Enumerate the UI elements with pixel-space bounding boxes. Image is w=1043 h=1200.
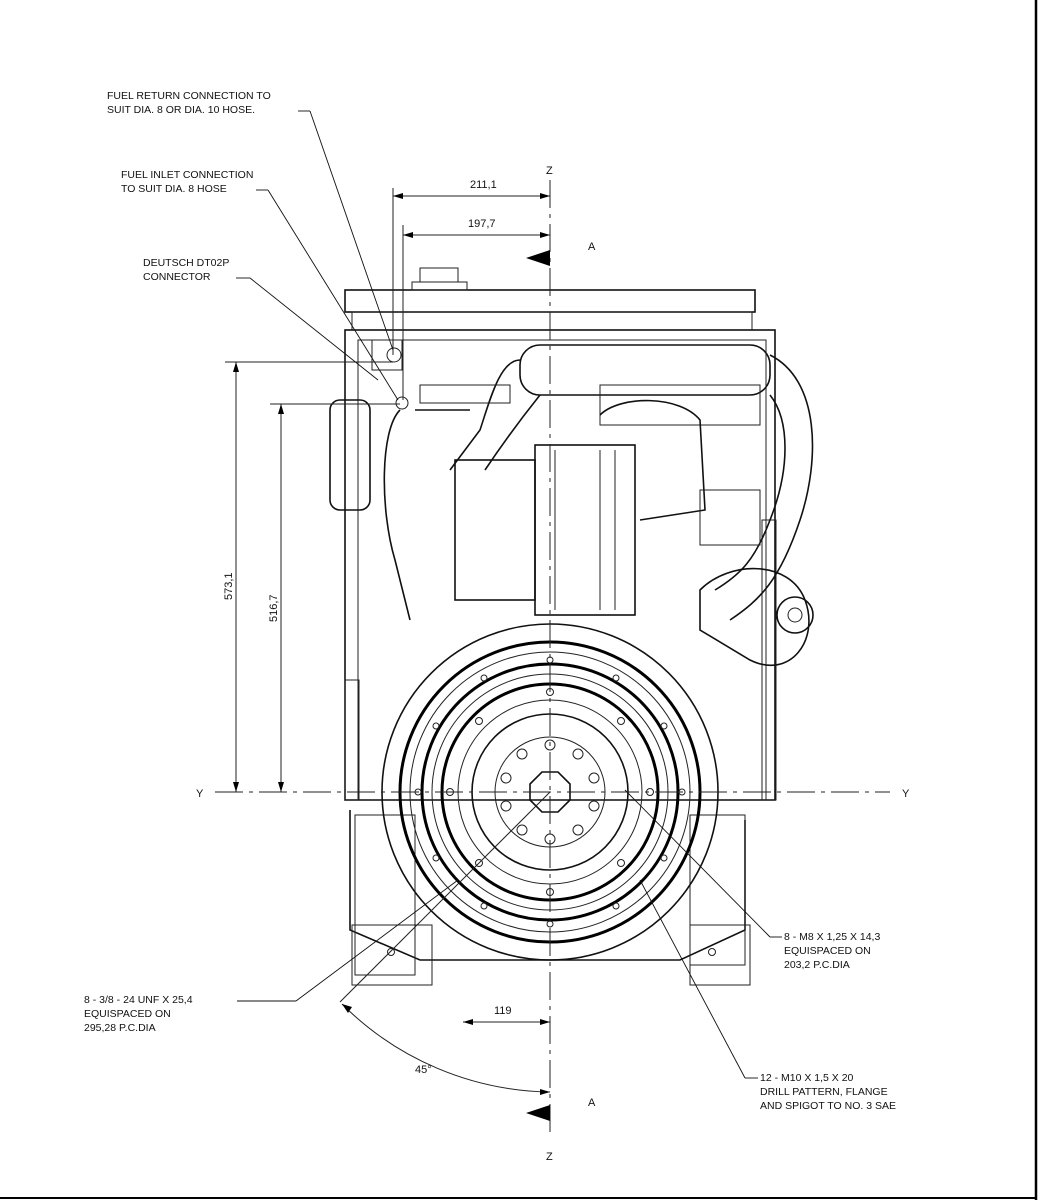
dimension-516-label: 516,7 — [268, 594, 280, 622]
note-unf-line1: 8 - 3/8 - 24 UNF X 25,4 — [84, 994, 193, 1006]
note-m8-line2: EQUISPACED ON — [784, 945, 871, 957]
dimension-211-label: 211,1 — [470, 179, 497, 191]
note-m10-line2: DRILL PATTERN, FLANGE — [760, 1086, 888, 1098]
dimension-119-label: 119 — [494, 1005, 512, 1017]
dimension-45deg-label: 45° — [415, 1064, 432, 1076]
dimension-119: 119 — [463, 1005, 550, 1025]
note-unf-line3: 295,28 P.C.DIA — [84, 1022, 156, 1034]
note-m10-line3: AND SPIGOT TO NO. 3 SAE — [760, 1100, 896, 1112]
dimension-573-label: 573,1 — [223, 572, 235, 600]
section-label-bottom: A — [588, 1097, 596, 1109]
note-m8-holes: 8 - M8 X 1,25 X 14,3 EQUISPACED ON 203,2… — [624, 789, 880, 971]
section-label-top: A — [588, 241, 596, 253]
note-fuel-return-line1: FUEL RETURN CONNECTION TO — [107, 90, 271, 102]
fuel-filter — [329, 339, 470, 621]
note-fuel-inlet-line2: TO SUIT DIA. 8 HOSE — [121, 183, 227, 195]
dimension-516: 516,7 — [268, 403, 400, 792]
note-m8-line3: 203,2 P.C.DIA — [784, 959, 850, 971]
engine-body — [344, 267, 777, 986]
note-m10-line1: 12 - M10 X 1,5 X 20 — [760, 1072, 854, 1084]
note-m8-line1: 8 - M8 X 1,25 X 14,3 — [784, 931, 880, 943]
dimension-45deg: 45° — [341, 1003, 551, 1095]
note-fuel-return-line2: SUIT DIA. 8 OR DIA. 10 HOSE. — [107, 104, 255, 116]
section-arrow-bottom: A — [526, 1097, 596, 1121]
axis-z-top: Z — [546, 165, 553, 177]
dimension-573: 573,1 — [223, 361, 393, 792]
note-fuel-inlet-line1: FUEL INLET CONNECTION — [121, 169, 253, 181]
note-connector: DEUTSCH DT02P CONNECTOR — [143, 257, 379, 381]
section-arrow-top: A — [526, 241, 596, 266]
dimension-211: 211,1 — [392, 179, 550, 355]
note-fuel-return: FUEL RETURN CONNECTION TO SUIT DIA. 8 OR… — [107, 90, 394, 351]
note-m10-holes: 12 - M10 X 1,5 X 20 DRILL PATTERN, FLANG… — [639, 879, 896, 1112]
note-connector-line2: CONNECTOR — [143, 271, 211, 283]
air-filter — [454, 399, 761, 616]
note-connector-line1: DEUTSCH DT02P — [143, 257, 229, 269]
dimension-197-label: 197,7 — [468, 218, 496, 230]
center-lines — [215, 180, 890, 1135]
axis-y-left: Y — [196, 788, 204, 800]
axis-z-bottom: Z — [546, 1151, 553, 1163]
note-unf-line2: EQUISPACED ON — [84, 1008, 171, 1020]
axis-y-right: Y — [902, 788, 910, 800]
note-fuel-inlet: FUEL INLET CONNECTION TO SUIT DIA. 8 HOS… — [121, 169, 399, 401]
alternator — [699, 567, 814, 667]
manifold-pipes — [419, 344, 814, 621]
dimension-197: 197,7 — [402, 218, 550, 400]
note-unf-holes: 8 - 3/8 - 24 UNF X 25,4 EQUISPACED ON 29… — [84, 879, 459, 1034]
